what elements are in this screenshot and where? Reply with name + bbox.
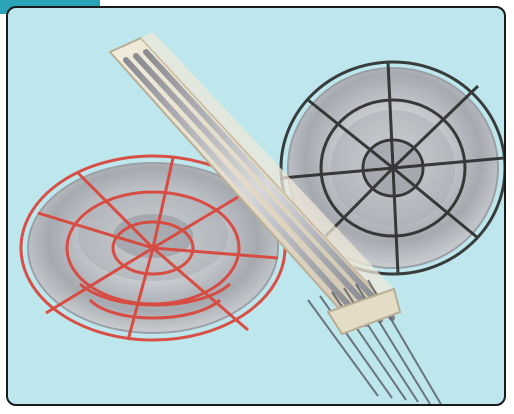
product-illustration (19, 32, 504, 404)
left-spool (19, 154, 287, 342)
rod-bundle (108, 32, 442, 404)
image-panel (6, 6, 506, 406)
right-spool (279, 60, 504, 276)
